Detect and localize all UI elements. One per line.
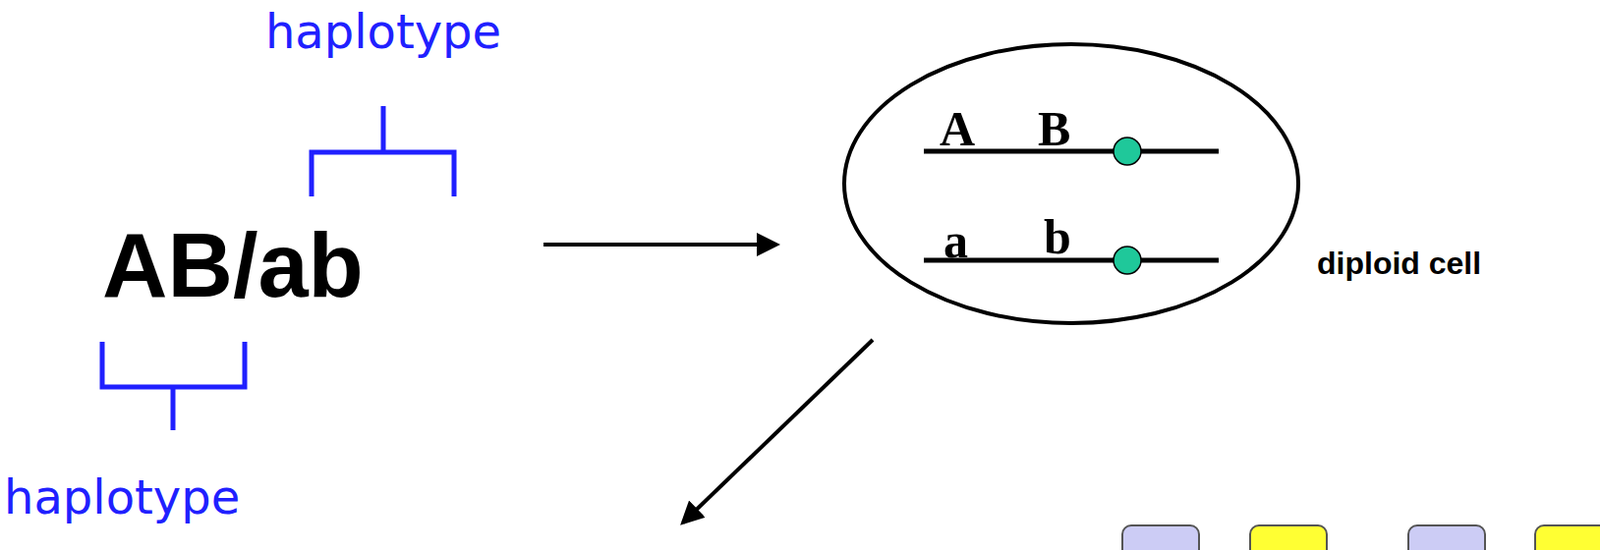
genotype-text: AB/ab (102, 214, 364, 318)
haplotype-label: haplotype (265, 3, 502, 59)
diagonal-arrow (683, 340, 873, 523)
allele-label: B (1037, 100, 1071, 158)
haplotype-label: haplotype (3, 469, 240, 525)
allele-label: A (939, 100, 975, 158)
right-arrow (543, 242, 777, 247)
allele-label: b (1043, 208, 1072, 266)
cell-label: diploid cell (1316, 245, 1482, 283)
top-bracket (311, 106, 455, 197)
allele-label: a (943, 212, 969, 270)
cell-ellipse: ABabdiploid cell (841, 41, 1302, 327)
chromatid-boxes (1122, 525, 1600, 550)
bottom-bracket (102, 342, 245, 431)
ellipse-outline (841, 41, 1302, 327)
